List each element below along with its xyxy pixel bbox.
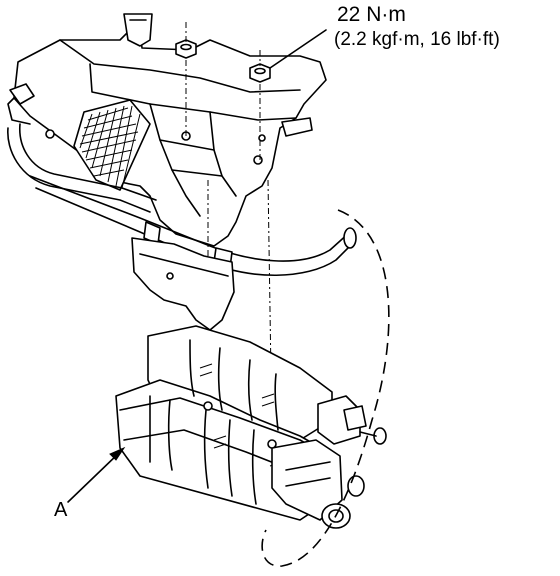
- detail-outline: [261, 209, 390, 567]
- callout-label-a: A: [54, 499, 68, 521]
- flange-nut-right: [249, 63, 271, 83]
- torque-spec-value: 22 N·m: [337, 3, 406, 26]
- torque-spec-conversions: (2.2 kgf·m, 16 lbf·ft): [334, 29, 500, 50]
- evap-canister: [115, 325, 387, 529]
- flange-nut-left: [175, 39, 197, 59]
- callout-a-arrowhead: [109, 446, 126, 461]
- vent-grille: [73, 99, 151, 191]
- callout-a-leader: [67, 451, 121, 503]
- torque-leader-line: [269, 29, 327, 69]
- mounting-bracket: [7, 13, 327, 247]
